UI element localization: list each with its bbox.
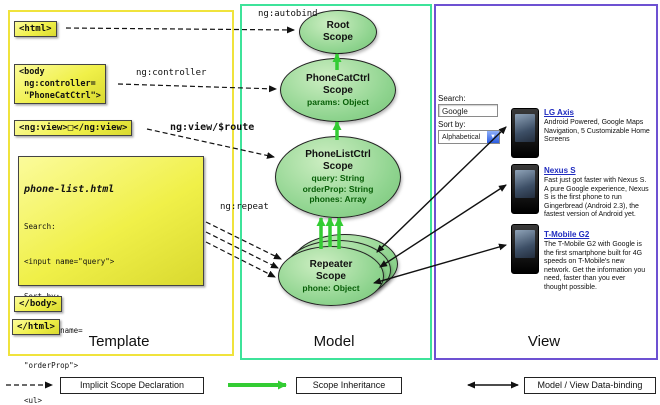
dropdown-arrow-icon: ▼ (487, 131, 499, 143)
phone-image-nexus-s (511, 164, 539, 214)
view-search-label: Search: (438, 94, 466, 103)
body-close-tag-note: </body> (14, 296, 62, 312)
repeater-scope-name: Repeater Scope (309, 258, 353, 282)
scope-prop: phones: Array (309, 194, 367, 205)
phone-screen (515, 230, 535, 258)
root-scope-ellipse: Root Scope (299, 10, 377, 54)
phonelistctrl-scope-ellipse: PhoneListCtrl Scope query: String orderP… (275, 136, 401, 218)
scope-prop: query: String (311, 173, 365, 184)
ng-controller-label: ng:controller (136, 68, 207, 78)
view-sortby-select[interactable]: Alphabetical ▼ (438, 130, 500, 144)
phone-image-tmobile-g2 (511, 224, 539, 274)
phone-desc-lg-axis: Android Powered, Google Maps Navigation,… (544, 119, 650, 143)
legend-data-binding: Model / View Data-binding (524, 377, 656, 394)
phone-link-nexus-s[interactable]: Nexus S (544, 166, 576, 175)
phone-screen (515, 170, 535, 198)
phonecatctrl-scope-name: PhoneCatCtrl Scope (306, 72, 370, 96)
phone-image-lg-axis (511, 108, 539, 158)
phone-link-lg-axis[interactable]: LG Axis (544, 108, 574, 117)
view-search-input[interactable]: Google (438, 104, 498, 117)
ng-autobind-label: ng:autobind (258, 9, 318, 19)
phone-desc-tmobile-g2: The T-Mobile G2 with Google is the first… (544, 241, 646, 291)
repeater-scope-ellipse: Repeater Scope phone: Object (278, 246, 384, 306)
code-line: "orderProp"> (24, 361, 79, 371)
view-column-label: View (527, 333, 561, 350)
phone-list-title: phone-list.html (24, 184, 115, 195)
scope-prop: phone: Object (302, 282, 360, 293)
phone-link-tmobile-g2[interactable]: T-Mobile G2 (544, 230, 590, 239)
template-column-frame (8, 10, 234, 356)
ng-view-route-label: ng:view/$route (170, 122, 255, 133)
root-scope-name: Root Scope (322, 20, 353, 43)
scope-prop: orderProp: String (302, 183, 374, 194)
code-line: <input name="query"> (24, 256, 115, 266)
view-sortby-label: Sort by: (438, 120, 466, 129)
scope-prop: params: Object (307, 96, 369, 107)
phonelistctrl-scope-name: PhoneListCtrl Scope (305, 149, 371, 173)
view-sortby-value: Alphabetical (442, 134, 481, 141)
code-line: <ul> (24, 395, 43, 405)
legend-implicit-scope: Implicit Scope Declaration (60, 377, 204, 394)
ng-view-tag-note: <ng:view>□</ng:view> (14, 120, 133, 136)
model-column-label: Model (313, 333, 355, 350)
phone-desc-nexus-s: Fast just got faster with Nexus S. A pur… (544, 177, 649, 218)
phone-list-template-note: phone-list.html Search: <input name="que… (18, 156, 204, 405)
ng-repeat-label: ng:repeat (220, 202, 269, 212)
html-open-tag-note: <html> (14, 21, 57, 37)
code-line: Search: (24, 222, 56, 231)
phone-screen (515, 114, 535, 142)
body-open-tag-note: <body ng:controller= "PhoneCatCtrl"> (14, 64, 106, 104)
template-column-label: Template (88, 333, 150, 350)
legend-scope-inheritance: Scope Inheritance (296, 377, 402, 394)
html-close-tag-note: </html> (12, 319, 60, 335)
phonecatctrl-scope-ellipse: PhoneCatCtrl Scope params: Object (280, 58, 396, 122)
